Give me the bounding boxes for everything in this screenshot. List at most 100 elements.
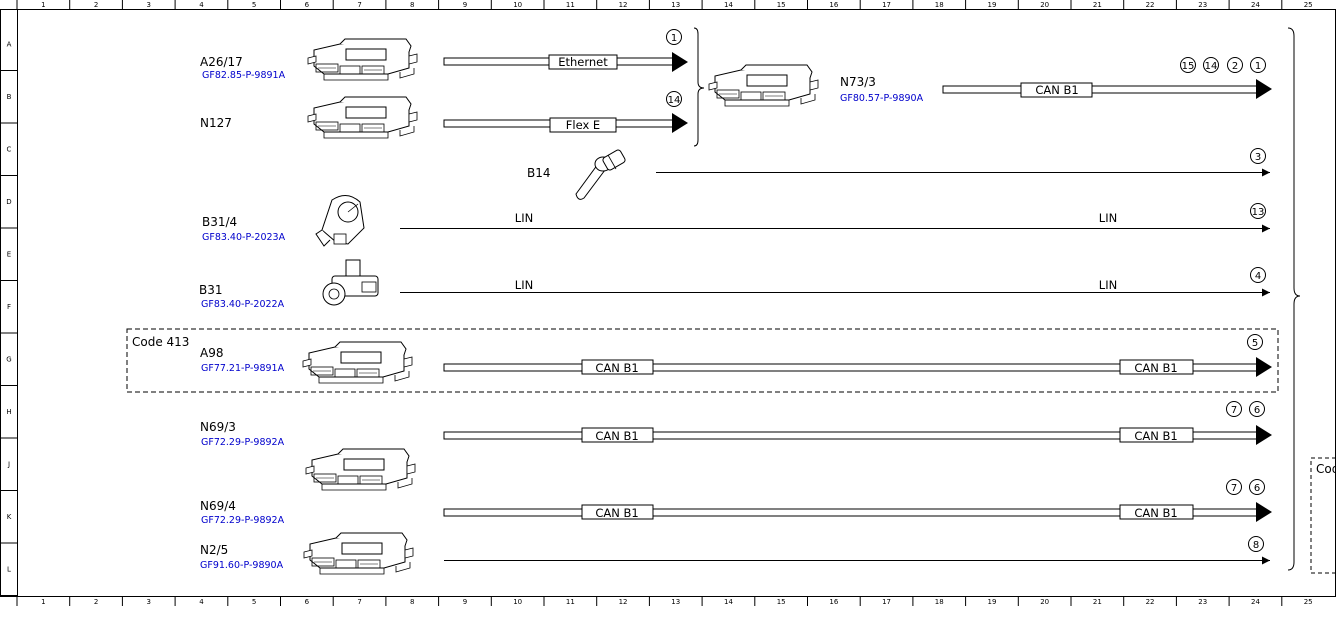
- svg-text:8: 8: [1253, 540, 1259, 551]
- n69-3-ref[interactable]: GF72.29-P-9892A: [201, 437, 285, 448]
- ruler-column-top: 24: [1251, 1, 1260, 9]
- ruler-column-top: 8: [410, 1, 414, 9]
- svg-text:1: 1: [1255, 61, 1261, 72]
- n69-3-can-label-right: CAN B1: [1134, 429, 1177, 443]
- ruler-column-bottom: 13: [671, 598, 680, 606]
- n69-4-can-label-box-right: [1119, 504, 1194, 520]
- connector-flex-14: 14: [666, 91, 682, 107]
- code413-box: [126, 328, 1279, 393]
- n69-ecu-icon: [305, 448, 416, 491]
- ruler-column-top: 1: [41, 1, 45, 9]
- svg-text:7: 7: [1231, 483, 1237, 494]
- ruler-column-bottom: 19: [987, 598, 996, 606]
- ruler-column-top: 18: [935, 1, 944, 9]
- b31-4-code: B31/4: [202, 215, 237, 229]
- svg-text:4: 4: [1255, 271, 1261, 282]
- a98-can-label-left: CAN B1: [595, 361, 638, 375]
- svg-text:3: 3: [1255, 152, 1261, 163]
- ruler-column-bottom: 17: [882, 598, 891, 606]
- connector-b14-3: 3: [1250, 148, 1266, 164]
- connector-n69-4-7: 7: [1226, 479, 1242, 495]
- connector-b31-4: 4: [1250, 267, 1266, 283]
- ruler-column-top: 19: [987, 1, 996, 9]
- n69-3-can-label-left: CAN B1: [595, 429, 638, 443]
- n127-ecu-icon: [307, 96, 418, 139]
- ruler-column-top: 6: [305, 1, 310, 9]
- ruler-row: C: [7, 145, 12, 153]
- ruler-column-top: 10: [513, 1, 522, 9]
- code413-label: Code 413: [132, 335, 189, 349]
- svg-text:14: 14: [668, 95, 681, 106]
- ruler-column-top: 12: [619, 1, 628, 9]
- ruler-column-bottom: 4: [199, 598, 204, 606]
- ethernet-label-box: [548, 54, 618, 70]
- n2-5-ecu-icon: [303, 532, 414, 575]
- ruler-column-top: 9: [463, 1, 467, 9]
- b14-code: B14: [527, 166, 551, 180]
- ruler-row: H: [6, 408, 11, 416]
- n73-3-ref[interactable]: GF80.57-P-9890A: [840, 93, 924, 104]
- a98-can-label-box-right: [1119, 359, 1194, 375]
- b31-4-ref[interactable]: GF83.40-P-2023A: [202, 232, 286, 243]
- n69-4-can-label-left: CAN B1: [595, 506, 638, 520]
- gateway-brace: [693, 27, 705, 147]
- a98-can-label-box-left: [581, 359, 654, 375]
- n73-3-arrow: [1256, 79, 1272, 99]
- ruler-column-bottom: 5: [252, 598, 256, 606]
- ruler-column-top: 2: [94, 1, 98, 9]
- connector-ethernet-1: 1: [666, 29, 682, 45]
- connector-n69-4-6: 6: [1249, 479, 1265, 495]
- temperature-sensor-icon: [575, 149, 626, 200]
- a26-17-ref[interactable]: GF82.85-P-9891A: [202, 70, 286, 81]
- ruler-column-top: 21: [1093, 1, 1102, 9]
- ruler-column-bottom: 6: [305, 598, 310, 606]
- n69-3-arrow: [1256, 425, 1272, 445]
- connector-a98-5: 5: [1247, 334, 1263, 350]
- ruler-row: J: [7, 460, 10, 468]
- svg-text:14: 14: [1205, 61, 1218, 72]
- ruler-column-bottom: 9: [463, 598, 467, 606]
- svg-text:13: 13: [1252, 207, 1265, 218]
- a98-ref[interactable]: GF77.21-P-9891A: [201, 363, 285, 374]
- ruler-row: D: [6, 198, 11, 206]
- n2-5-ref[interactable]: GF91.60-P-9890A: [200, 560, 284, 571]
- ruler-column-top: 14: [724, 1, 733, 9]
- ruler-column-top: 16: [829, 1, 838, 9]
- a26-17-ecu-icon: [307, 38, 418, 81]
- svg-text:6: 6: [1254, 483, 1260, 494]
- connector-b31-4-13: 13: [1250, 203, 1266, 219]
- a98-ecu-icon: [302, 341, 413, 384]
- ruler-column-bottom: 22: [1146, 598, 1155, 606]
- ruler-column-top: 22: [1146, 1, 1155, 9]
- ethernet-label: Ethernet: [558, 55, 608, 69]
- ruler-column-bottom: 15: [777, 598, 786, 606]
- n69-4-can-label-right: CAN B1: [1134, 506, 1177, 520]
- n73-3-can-label: CAN B1: [1035, 83, 1078, 97]
- n73-3-can-label-box: [1020, 82, 1093, 98]
- n69-4-ref[interactable]: GF72.29-P-9892A: [201, 515, 285, 526]
- ruler-column-bottom: 7: [357, 598, 361, 606]
- b31-sensor-icon: [322, 259, 379, 306]
- ruler-column-bottom: 20: [1040, 598, 1049, 606]
- ruler-column-bottom: 12: [619, 598, 628, 606]
- flex-e-arrow: [672, 113, 688, 133]
- ruler-column-top: 5: [252, 1, 256, 9]
- ruler-column-top: 11: [566, 1, 575, 9]
- b31-ref[interactable]: GF83.40-P-2022A: [201, 299, 285, 310]
- n127-code: N127: [200, 116, 232, 130]
- ruler-row: G: [6, 355, 11, 363]
- b31-lin-label-right: LIN: [1099, 278, 1117, 292]
- ruler-frame: 1122334455667788991010111112121313141415…: [0, 0, 1336, 606]
- n69-3-code: N69/3: [200, 420, 236, 434]
- ruler-column-bottom: 25: [1304, 598, 1313, 606]
- a98-code: A98: [200, 346, 223, 360]
- b31-lin-label-left: LIN: [515, 278, 533, 292]
- connector-n2-5-8: 8: [1248, 536, 1264, 552]
- connector-n73-2: 2: [1227, 57, 1243, 73]
- ruler-column-bottom: 3: [147, 598, 151, 606]
- ruler-row: K: [7, 513, 12, 521]
- ruler-row: A: [7, 40, 12, 48]
- ruler-column-top: 3: [147, 1, 151, 9]
- connector-n69-3-6: 6: [1249, 401, 1265, 417]
